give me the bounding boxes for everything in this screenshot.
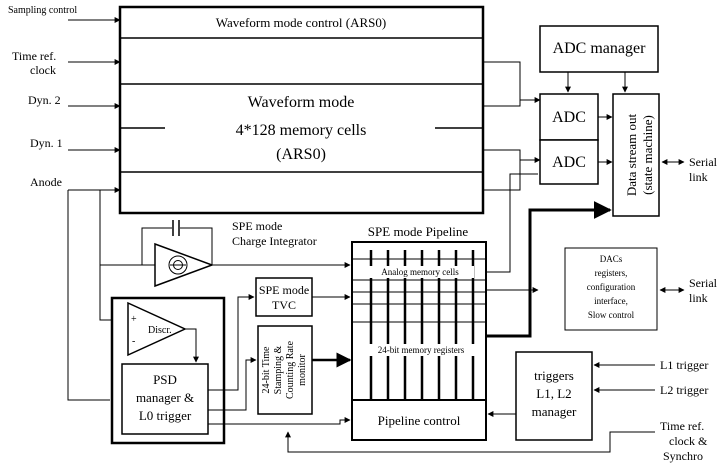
waveform-main-label-3: (ARS0) — [276, 146, 326, 163]
discriminator-comparator — [127, 301, 187, 357]
trigger-input-arrows — [593, 362, 655, 393]
capacitor-icon — [172, 220, 180, 236]
data-stream-label-2: (state machine) — [640, 115, 655, 195]
adc-manager-arrows — [565, 72, 628, 93]
memory-registers-label-bg — [360, 344, 482, 356]
dacs-label-2: registers, — [595, 268, 628, 278]
adc-manager-label: ADC manager — [553, 40, 647, 57]
timestamp-label-4: monitor — [297, 354, 308, 386]
waveform-control-label: Waveform mode control (ARS0) — [216, 15, 386, 30]
adc-manager-box — [539, 25, 659, 73]
pipeline-control-box — [351, 399, 487, 441]
psd-box — [121, 363, 209, 435]
adc-top-label: ADC — [552, 109, 586, 126]
time-ref-sync-label-2: clock & — [669, 434, 708, 448]
adc-top-box — [539, 93, 599, 141]
time-ref-clock-label-2: clock — [30, 63, 56, 77]
pipeline-title: SPE mode Pipeline — [368, 224, 469, 239]
data-stream-box — [612, 93, 660, 217]
analog-cells-label-bg — [366, 266, 474, 278]
adc-bottom-label: ADC — [552, 154, 586, 171]
waveform-to-adc-lines — [483, 61, 541, 191]
l2-trigger-label: L2 trigger — [660, 383, 708, 397]
time-ref-sync-line — [285, 431, 655, 453]
serial-link-top-label-2: link — [689, 170, 708, 184]
triggers-manager-box — [515, 351, 593, 441]
l1-trigger-label: L1 trigger — [660, 358, 708, 372]
psd-label-3: L0 trigger — [139, 408, 192, 423]
psd-label-1: PSD — [153, 372, 177, 387]
timestamp-label-3: Counting Rate — [285, 340, 296, 399]
discr-plus: + — [131, 314, 137, 325]
time-ref-clock-label: Time ref. — [12, 49, 56, 63]
pipeline-to-stream-bus — [486, 201, 612, 338]
time-ref-sync-label-3: Synchro — [663, 449, 703, 463]
triggers-label-3: manager — [532, 404, 577, 419]
timestamp-label-1: 24-bit Time — [261, 346, 272, 394]
input-arrows — [68, 17, 121, 193]
triggers-label-2: L1, L2 — [536, 386, 571, 401]
adc-to-stream-arrows — [598, 114, 613, 165]
anode-label: Anode — [30, 175, 62, 189]
psd-outputs — [208, 294, 351, 425]
memory-registers-label: 24-bit memory registers — [378, 345, 465, 355]
pipeline-control-label: Pipeline control — [378, 413, 461, 428]
tvc-label-2: TVC — [272, 298, 296, 312]
waveform-main-label-bg — [165, 88, 435, 164]
waveform-main-label-2: 4*128 memory cells — [236, 122, 367, 139]
dyn2-label: Dyn. 2 — [28, 93, 61, 107]
discr-minus: - — [132, 336, 135, 347]
pipeline-outputs — [486, 173, 539, 293]
spe-integrator-label-2: Charge Integrator — [232, 234, 317, 248]
dacs-label-1: DACs — [600, 254, 623, 264]
timestamp-box — [257, 325, 313, 415]
dacs-label-4: interface, — [594, 296, 628, 306]
discr-to-psd — [185, 328, 199, 363]
dyn1-label: Dyn. 1 — [30, 136, 63, 150]
psd-label-2: manager & — [136, 390, 194, 405]
serial-link-top-label-1: Serial — [689, 155, 718, 169]
dacs-label-5: Slow control — [588, 310, 635, 320]
sampling-control-label: Sampling control — [8, 5, 77, 16]
adc-bottom-box — [539, 139, 599, 185]
time-ref-sync-label-1: Time ref. — [660, 419, 704, 433]
triggers-label-1: triggers — [534, 368, 574, 383]
dacs-box — [564, 247, 658, 331]
timestamp-label-2: Stamping & — [273, 345, 284, 394]
data-stream-label-1: Data stream out — [624, 113, 639, 196]
waveform-main-label-1: Waveform mode — [248, 94, 355, 111]
discr-label: Discr. — [148, 325, 172, 336]
serial-link-bottom-label-2: link — [689, 291, 708, 305]
tvc-box — [255, 277, 313, 317]
dacs-label-3: configuration — [587, 282, 636, 292]
serial-link-bottom-label-1: Serial — [689, 276, 718, 290]
analog-cells-label: Analog memory cells — [381, 267, 459, 277]
tvc-label-1: SPE mode — [259, 283, 309, 297]
spe-integrator-label-1: SPE mode — [232, 219, 282, 233]
